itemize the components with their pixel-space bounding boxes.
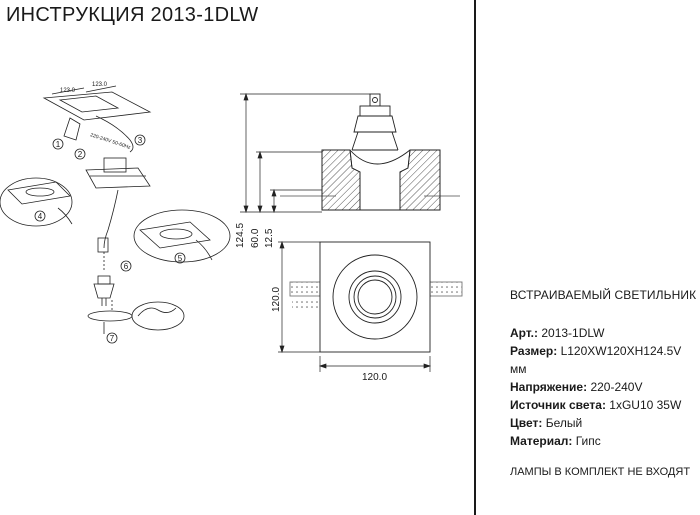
page-title: ИНСТРУКЦИЯ 2013-1DLW bbox=[6, 4, 259, 26]
section-view bbox=[280, 93, 460, 211]
spec-panel: ВСТРАИВАЕМЫЙ СВЕТИЛЬНИК Арт.: 2013-1DLW … bbox=[510, 286, 698, 450]
spec-row-size: Размер: L120XW120XH124.5V мм bbox=[510, 342, 698, 378]
dim-width-side: 120.0 bbox=[271, 287, 282, 312]
footer-note: ЛАМПЫ В КОМПЛЕКТ НЕ ВХОДЯТ bbox=[510, 466, 691, 478]
cut-a-label: 123.0 bbox=[60, 88, 76, 94]
callout-2-label: 2 bbox=[78, 150, 83, 159]
plan-dimensions bbox=[278, 240, 432, 372]
spec-row-article: Арт.: 2013-1DLW bbox=[510, 324, 698, 342]
spec-row-material: Материал: Гипс bbox=[510, 432, 698, 450]
spec-label: Цвет: bbox=[510, 416, 543, 430]
spec-value: L120XW120XH124.5V мм bbox=[510, 344, 682, 376]
installation-sketch bbox=[0, 85, 231, 334]
product-heading: ВСТРАИВАЕМЫЙ СВЕТИЛЬНИК bbox=[510, 288, 697, 302]
spec-label: Арт.: bbox=[510, 326, 538, 340]
spec-label: Напряжение: bbox=[510, 380, 588, 394]
spec-value: 220-240V bbox=[590, 380, 643, 394]
spec-value: 2013-1DLW bbox=[541, 326, 605, 340]
callout-5: 5 bbox=[174, 252, 186, 264]
callout-7-label: 7 bbox=[110, 334, 115, 343]
spec-value: Гипс bbox=[575, 434, 601, 448]
spec-label: Материал: bbox=[510, 434, 573, 448]
callout-2: 2 bbox=[74, 148, 86, 160]
callout-1-label: 1 bbox=[56, 140, 61, 149]
callout-1: 1 bbox=[52, 138, 64, 150]
callout-5-label: 5 bbox=[178, 254, 183, 263]
callout-7: 7 bbox=[106, 332, 118, 344]
callout-6-label: 6 bbox=[124, 262, 129, 271]
spec-row-color: Цвет: Белый bbox=[510, 414, 698, 432]
plan-view bbox=[289, 241, 463, 353]
spec-label: Источник света: bbox=[510, 398, 606, 412]
callout-group: 1 2 3 4 5 6 7 bbox=[34, 134, 186, 344]
dim-height-total: 124.5 bbox=[235, 223, 246, 248]
callout-3: 3 bbox=[134, 134, 146, 146]
callout-4-label: 4 bbox=[38, 212, 43, 221]
callout-6: 6 bbox=[120, 260, 132, 272]
spec-value: 1xGU10 35W bbox=[609, 398, 682, 412]
callout-3-label: 3 bbox=[138, 136, 143, 145]
dim-width-bottom: 120.0 bbox=[362, 372, 387, 383]
spec-label: Размер: bbox=[510, 344, 558, 358]
vertical-divider bbox=[474, 0, 476, 515]
technical-drawing: 123.0 123.0 220-240V 50-60Hz 1 2 3 4 5 6… bbox=[0, 82, 463, 383]
callout-4: 4 bbox=[34, 210, 46, 222]
spec-row-light-source: Источник света: 1xGU10 35W bbox=[510, 396, 698, 414]
dim-height-mid: 60.0 bbox=[250, 228, 261, 248]
cut-b-label: 123.0 bbox=[92, 82, 108, 88]
spec-value: Белый bbox=[545, 416, 583, 430]
vertical-dimensions bbox=[240, 92, 370, 214]
dim-height-small: 12.5 bbox=[264, 228, 275, 248]
spec-row-voltage: Напряжение: 220-240V bbox=[510, 378, 698, 396]
